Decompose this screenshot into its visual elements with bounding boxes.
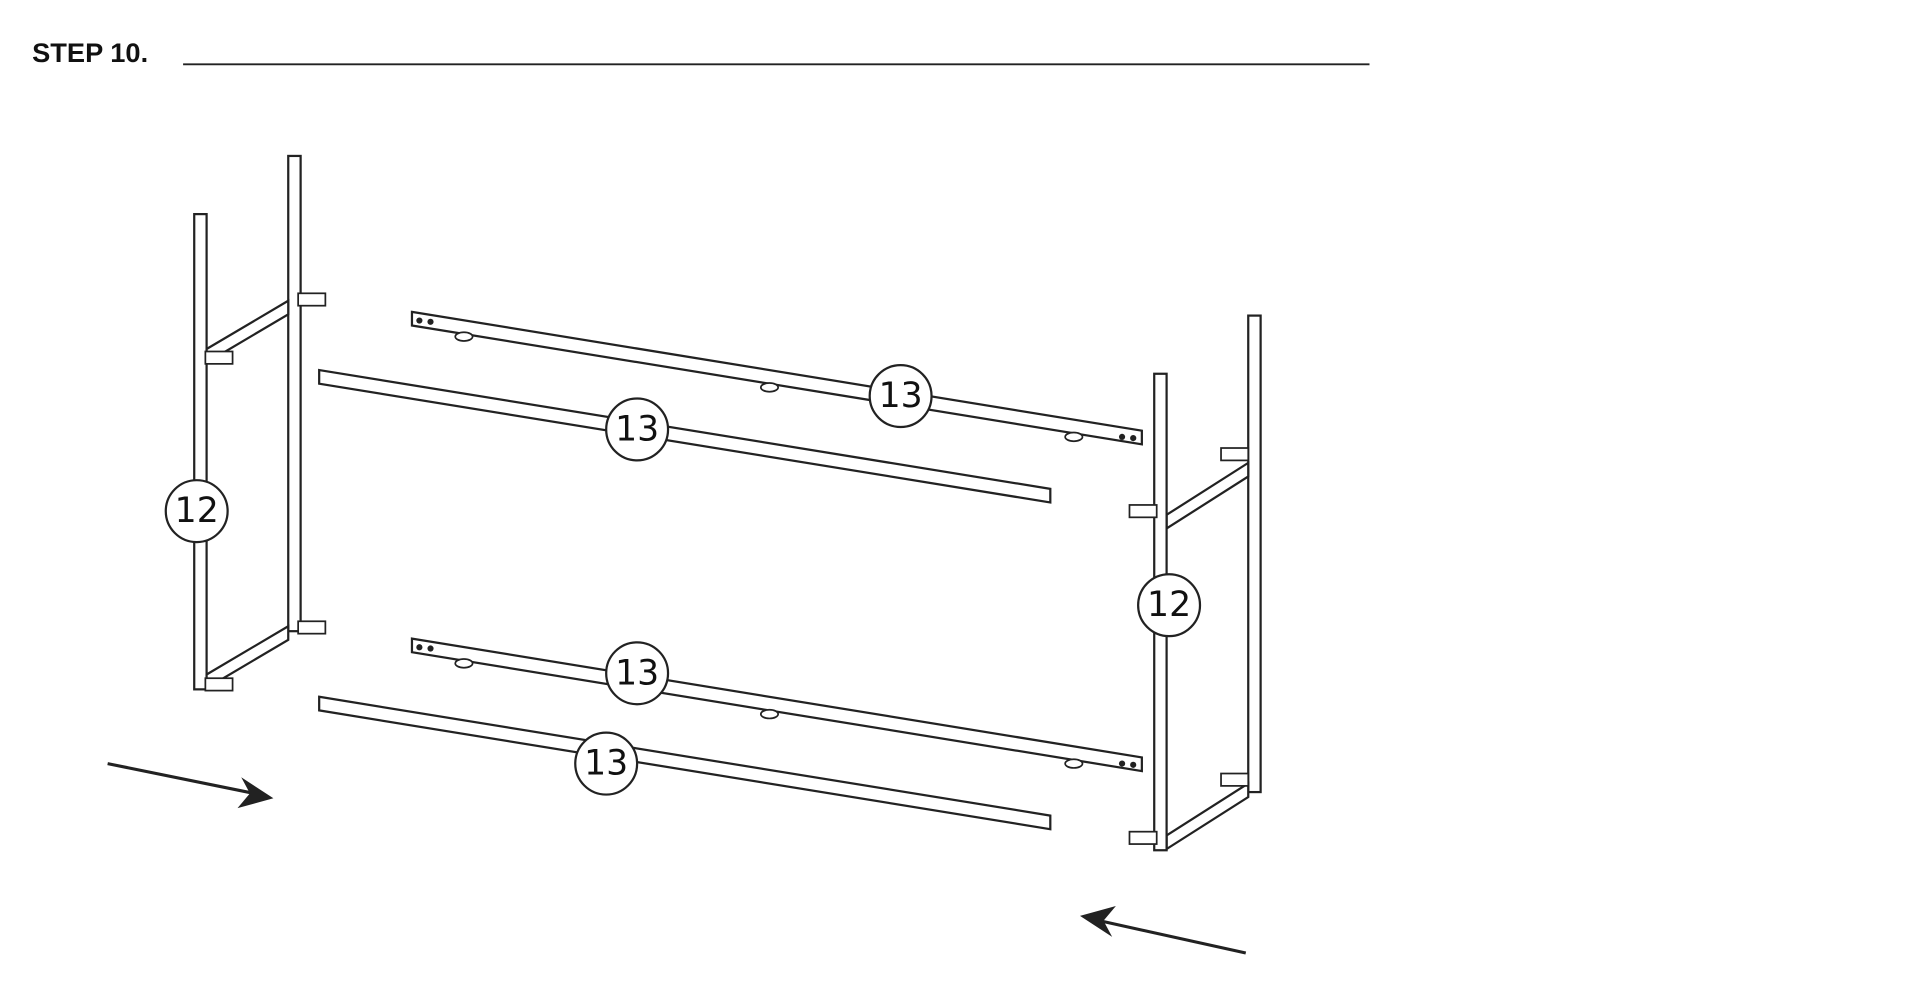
svg-text:13: 13 [615, 653, 659, 693]
svg-text:12: 12 [175, 491, 219, 531]
bottom-front-rail [318, 695, 1052, 831]
arrow-right-icon [107, 762, 274, 809]
svg-text:13: 13 [615, 409, 659, 449]
arrow-left-icon [1080, 905, 1247, 955]
svg-text:13: 13 [584, 744, 628, 784]
step-title: STEP 10. [32, 37, 148, 68]
callout-bottom-front-rail: 13 [574, 731, 639, 796]
svg-text:13: 13 [879, 376, 923, 416]
svg-text:12: 12 [1147, 585, 1191, 625]
top-back-rail [410, 310, 1143, 446]
callout-right-frame: 12 [1137, 573, 1202, 638]
bottom-back-rail [410, 637, 1143, 773]
callout-bottom-back-rail: 13 [605, 641, 670, 706]
callout-top-back-rail: 13 [868, 363, 933, 429]
callout-left-frame: 12 [164, 479, 229, 544]
callout-top-front-rail: 13 [605, 397, 670, 462]
left-side-frame [193, 154, 327, 692]
top-front-rail [318, 368, 1052, 504]
